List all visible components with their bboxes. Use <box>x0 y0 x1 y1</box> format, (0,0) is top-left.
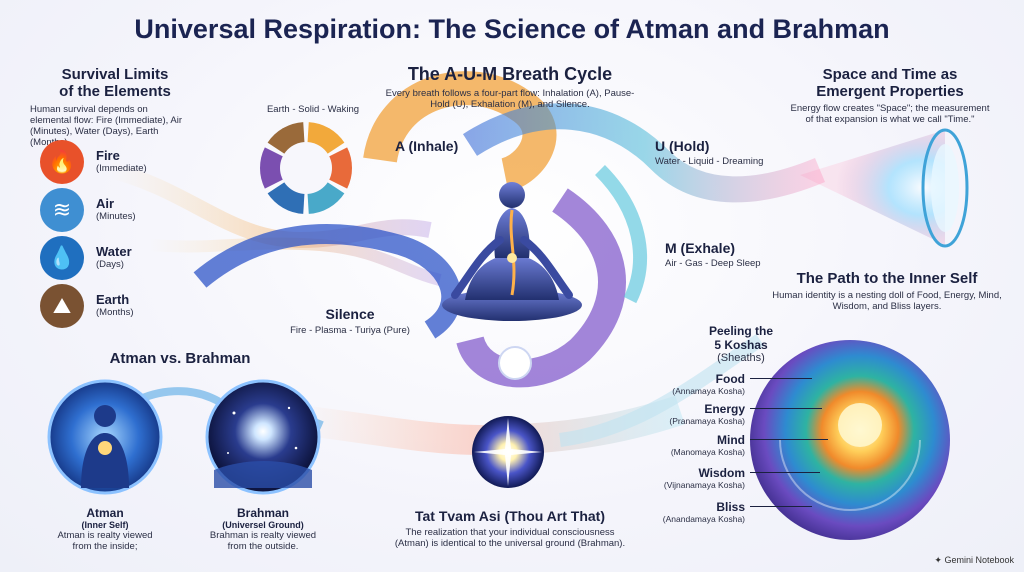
wheel-label: Earth - Solid - Waking <box>266 104 360 115</box>
kosha-wisdom-leader <box>750 472 820 473</box>
kosha-energy: Energy (Pranamaya Kosha) <box>645 402 745 426</box>
element-water-sub: (Days) <box>96 259 124 270</box>
watermark-text: Gemini Notebook <box>944 555 1014 565</box>
atman-image <box>47 379 163 495</box>
spacetime-section: Space and Time as Emergent Properties En… <box>790 66 990 125</box>
survival-heading-line2: of the Elements <box>59 83 171 100</box>
phase-silence: Silence Fire - Plasma - Turiya (Pure) <box>275 306 425 336</box>
water-drop-icon: 💧 <box>40 236 84 280</box>
kosha-bliss-name: Bliss <box>716 500 745 514</box>
atman-desc-line2: from the inside; <box>72 541 138 552</box>
path-heading: The Path to the Inner Self <box>796 270 978 287</box>
element-earth: Earth (Months) <box>96 292 133 318</box>
aum-heading: The A-U-M Breath Cycle <box>407 64 613 84</box>
peeling-line2: 5 Koshas <box>714 338 768 352</box>
kosha-energy-name: Energy <box>704 402 745 416</box>
kosha-energy-leader <box>750 408 822 409</box>
tat-desc-line2: (Atman) is identical to the universal gr… <box>394 538 626 549</box>
brahman-title: Brahman <box>236 506 289 520</box>
kosha-bliss-sub: (Anandamaya Kosha) <box>662 514 745 524</box>
kosha-mind-sub: (Manomaya Kosha) <box>670 447 745 457</box>
phase-u-label: U (Hold) <box>655 138 710 154</box>
element-water-name: Water <box>96 244 132 259</box>
atman-brahman-heading: Atman vs. Brahman <box>109 350 251 367</box>
brahman-block: Brahman (Universel Ground) Brahman is re… <box>188 506 338 552</box>
path-description: Human identity is a nesting doll of Food… <box>772 290 1002 312</box>
peeling-line3: (Sheaths) <box>717 352 765 364</box>
kosha-food: Food (Annamaya Kosha) <box>645 372 745 396</box>
tat-star-orb <box>472 416 544 488</box>
atman-block: Atman (Inner Self) Atman is realty viewe… <box>30 506 180 552</box>
phase-m-sub: Air - Gas - Deep Sleep <box>665 258 761 269</box>
aum-section: The A-U-M Breath Cycle Every breath foll… <box>380 64 640 110</box>
wind-icon: ≋ <box>40 188 84 232</box>
tat-heading: Tat Tvam Asi (Thou Art That) <box>414 508 606 524</box>
survival-section: Survival Limits of the Elements Human su… <box>30 66 200 148</box>
kosha-mind: Mind (Manomaya Kosha) <box>645 433 745 457</box>
kosha-food-name: Food <box>715 372 745 386</box>
survival-heading-line1: Survival Limits <box>61 66 169 83</box>
phase-u: U (Hold) Water - Liquid - Dreaming <box>655 138 763 167</box>
watermark: ✦ Gemini Notebook <box>934 555 1014 566</box>
atman-title: Atman <box>86 506 124 520</box>
kosha-mind-leader <box>750 439 828 440</box>
mountain-icon: ⛰ <box>40 284 84 328</box>
element-earth-name: Earth <box>96 292 130 307</box>
path-section: The Path to the Inner Self Human identit… <box>772 270 1002 312</box>
brahman-desc-line2: from the outside. <box>227 541 299 552</box>
brahman-sub: (Universel Ground) <box>222 520 304 530</box>
element-wheel <box>260 122 352 214</box>
kosha-food-sub: (Annamaya Kosha) <box>672 386 745 396</box>
kosha-mind-name: Mind <box>717 433 745 447</box>
atman-desc-line1: Atman is realty viewed <box>57 530 153 541</box>
element-earth-sub: (Months) <box>96 307 134 318</box>
spacetime-heading-line2: Emergent Properties <box>816 83 964 100</box>
kosha-energy-sub: (Pranamaya Kosha) <box>669 416 745 426</box>
kosha-bliss-leader <box>750 506 812 507</box>
spacetime-description: Energy flow creates "Space"; the measure… <box>790 103 990 125</box>
brahman-image <box>205 379 321 495</box>
element-fire-sub: (Immediate) <box>96 163 147 174</box>
element-air-name: Air <box>96 196 115 211</box>
phase-silence-sub: Fire - Plasma - Turiya (Pure) <box>290 325 410 336</box>
kosha-food-leader <box>750 378 812 379</box>
spacetime-heading-line1: Space and Time as <box>822 66 958 83</box>
meditating-figure-icon <box>442 182 582 321</box>
atman-sub: (Inner Self) <box>81 520 129 530</box>
element-water: Water (Days) <box>96 244 132 270</box>
element-fire: Fire (Immediate) <box>96 148 147 174</box>
phase-m: M (Exhale) Air - Gas - Deep Sleep <box>665 240 761 269</box>
sparkle-icon: ✦ <box>934 555 942 565</box>
element-air-sub: (Minutes) <box>96 211 136 222</box>
peeling-line1: Peeling the <box>708 324 773 338</box>
kosha-wisdom-name: Wisdom <box>698 466 745 480</box>
element-air: Air (Minutes) <box>96 196 136 222</box>
phase-u-sub: Water - Liquid - Dreaming <box>655 156 764 167</box>
phase-m-label: M (Exhale) <box>665 240 736 256</box>
flame-icon: 🔥 <box>40 140 84 184</box>
page-title: Universal Respiration: The Science of At… <box>134 14 890 44</box>
kosha-wisdom: Wisdom (Vijnanamaya Kosha) <box>645 466 745 490</box>
peeling-label: Peeling the 5 Koshas (Sheaths) <box>696 324 786 365</box>
phase-silence-label: Silence <box>325 306 375 322</box>
kosha-bliss: Bliss (Anandamaya Kosha) <box>645 500 745 524</box>
aum-description: Every breath follows a four-part flow: I… <box>385 88 635 110</box>
kosha-wisdom-sub: (Vijnanamaya Kosha) <box>663 480 745 490</box>
brahman-desc-line1: Brahman is realty viewed <box>209 530 317 541</box>
element-fire-name: Fire <box>96 148 120 163</box>
phase-a-label: A (Inhale) <box>395 138 459 154</box>
tat-section: Tat Tvam Asi (Thou Art That) The realiza… <box>380 508 640 549</box>
tat-desc-line1: The realization that your individual con… <box>405 527 615 538</box>
